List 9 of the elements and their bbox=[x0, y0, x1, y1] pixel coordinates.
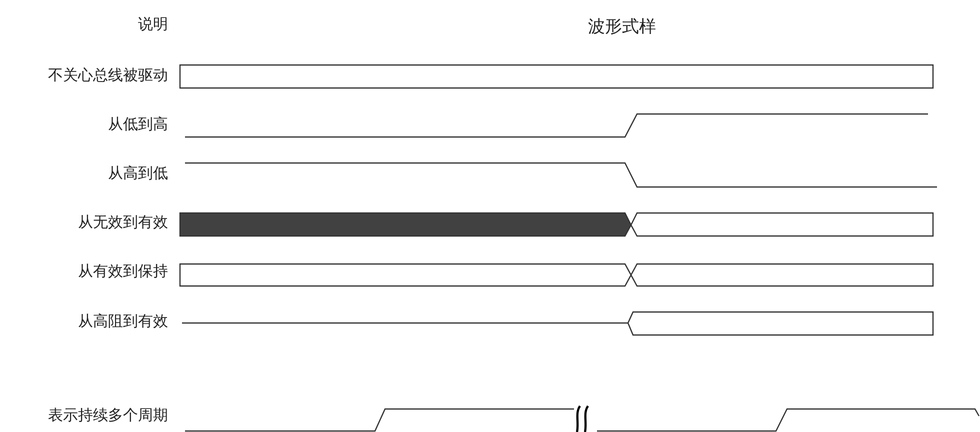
column-header: 说明 bbox=[138, 16, 168, 34]
row-label: 从有效到保持 bbox=[78, 263, 168, 281]
row-label: 从无效到有效 bbox=[78, 214, 168, 232]
row-label: 从低到高 bbox=[108, 116, 168, 134]
row-label: 不关心总线被驱动 bbox=[48, 67, 168, 85]
row-label: 表示持续多个周期 bbox=[48, 407, 168, 425]
column-header: 波形式样 bbox=[588, 18, 656, 36]
row-label: 从高到低 bbox=[108, 165, 168, 183]
row-label: 从高阻到有效 bbox=[78, 313, 168, 331]
